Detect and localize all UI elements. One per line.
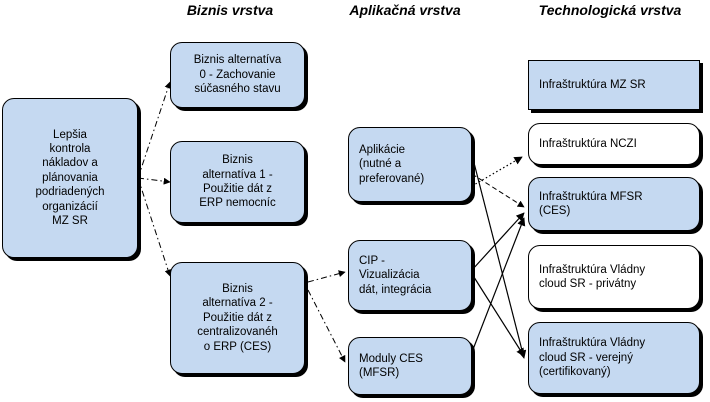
arrow-business2-to-cip bbox=[307, 270, 346, 283]
business-alternative-0-text: Biznis alternatíva 0 - Zachovanie súčasn… bbox=[193, 54, 282, 96]
technology-mz-sr-text: Infraštruktúra MZ SR bbox=[539, 78, 646, 91]
technology-mfsr-text: Infraštruktúra MFSR (CES) bbox=[539, 190, 643, 217]
arrow-apps-to-cloud-public bbox=[471, 154, 527, 359]
application-apps-text: Aplikácie (nutné a preferované) bbox=[359, 143, 425, 185]
technology-cloud-public-text: Infraštruktúra Vládny cloud SR - verejný… bbox=[539, 337, 646, 379]
business-alternative-1: Biznis alternatíva 1 - Použitie dát z ER… bbox=[170, 141, 305, 223]
arrow-goal-to-business-1 bbox=[137, 177, 171, 185]
technology-nczi-text: Infraštruktúra NCZI bbox=[539, 137, 637, 150]
arrow-cip-to-cloud-public bbox=[471, 273, 525, 357]
technology-mfsr: Infraštruktúra MFSR (CES) bbox=[528, 177, 700, 231]
arrow-apps-to-nczi bbox=[471, 156, 523, 187]
application-ces-modules-text: Moduly CES (MFSR) bbox=[359, 352, 423, 379]
business-alternative-2-text: Biznis alternatíva 2 - Použitie dát z ce… bbox=[197, 283, 278, 353]
technology-cloud-public: Infraštruktúra Vládny cloud SR - verejný… bbox=[528, 322, 700, 394]
arrow-apps-to-mfsr bbox=[471, 173, 525, 208]
application-cip-text: CIP - Vizualizácia dát, integrácia bbox=[359, 254, 432, 296]
arrow-cip-to-mfsr bbox=[471, 212, 525, 271]
technology-nczi: Infraštruktúra NCZI bbox=[528, 123, 700, 165]
technology-cloud-private: Infraštruktúra Vládny cloud SR - privátn… bbox=[528, 245, 700, 309]
goal-text: Lepšia kontrola nákladov a plánovania po… bbox=[35, 128, 105, 227]
arrow-business2-to-ces-modules bbox=[307, 289, 346, 363]
technology-mz-sr: Infraštruktúra MZ SR bbox=[528, 60, 700, 110]
arrow-ces-modules-to-mfsr bbox=[471, 217, 526, 353]
header-technology-layer: Technologická vrstva bbox=[538, 2, 682, 18]
business-alternative-0: Biznis alternatíva 0 - Zachovanie súčasn… bbox=[170, 42, 305, 108]
application-cip: CIP - Vizualizácia dát, integrácia bbox=[348, 240, 472, 311]
application-ces-modules: Moduly CES (MFSR) bbox=[348, 337, 472, 395]
header-business-layer: Biznis vrstva bbox=[186, 2, 274, 18]
technology-cloud-private-text: Infraštruktúra Vládny cloud SR - privátn… bbox=[539, 263, 646, 290]
business-alternative-2: Biznis alternatíva 2 - Použitie dát z ce… bbox=[170, 262, 305, 374]
application-apps: Aplikácie (nutné a preferované) bbox=[348, 127, 472, 202]
arrow-goal-to-business-2 bbox=[137, 177, 172, 277]
business-alternative-1-text: Biznis alternatíva 1 - Použitie dát z ER… bbox=[199, 154, 276, 210]
arrow-goal-to-business-0 bbox=[137, 81, 172, 179]
goal-box: Lepšia kontrola nákladov a plánovania po… bbox=[2, 98, 138, 258]
header-application-layer: Aplikačná vrstva bbox=[349, 2, 461, 18]
